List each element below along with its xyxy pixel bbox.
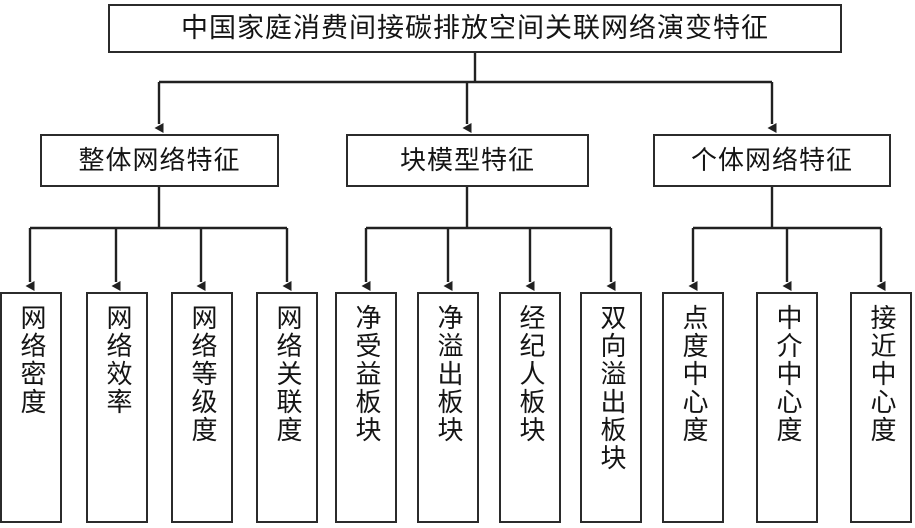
leaf-node-label: 网络效率 (102, 304, 132, 416)
leaf-node-network-density: 网络密度 (0, 292, 62, 523)
leaf-node-label: 双向溢出板块 (596, 304, 626, 472)
leaf-node-label: 网络等级度 (187, 304, 217, 444)
category-2-to-leaves-connector (361, 187, 616, 291)
leaf-node-label: 接近中心度 (866, 304, 896, 444)
leaf-node-label: 净溢出板块 (433, 304, 463, 444)
leaf-node-network-correlation: 网络关联度 (256, 292, 318, 523)
category-1-to-leaves-connector (25, 187, 292, 291)
category-node-label: 个体网络特征 (690, 145, 853, 176)
leaf-node-label: 净受益板块 (351, 304, 381, 444)
leaf-node-betweenness-centrality: 中介中心度 (756, 292, 818, 523)
category-3-to-leaves-connector (688, 187, 886, 291)
category-node-overall-network: 整体网络特征 (40, 134, 279, 187)
category-node-block-model: 块模型特征 (346, 134, 589, 187)
leaf-node-closeness-centrality: 接近中心度 (850, 292, 912, 523)
category-node-label: 整体网络特征 (78, 145, 241, 176)
root-node: 中国家庭消费间接碳排放空间关联网络演变特征 (108, 4, 842, 53)
leaf-node-broker-block: 经纪人板块 (499, 292, 561, 523)
category-node-label: 块模型特征 (399, 145, 535, 176)
category-node-individual-network: 个体网络特征 (653, 134, 891, 187)
root-to-categories-connector (154, 53, 777, 133)
leaf-node-label: 网络关联度 (272, 304, 302, 444)
leaf-node-two-way-spillover-block: 双向溢出板块 (580, 292, 642, 523)
leaf-node-label: 网络密度 (16, 304, 46, 416)
leaf-node-network-hierarchy: 网络等级度 (171, 292, 233, 523)
root-node-label: 中国家庭消费间接碳排放空间关联网络演变特征 (181, 13, 769, 44)
leaf-node-label: 中介中心度 (772, 304, 802, 444)
leaf-node-degree-centrality: 点度中心度 (662, 292, 724, 523)
leaf-node-label: 点度中心度 (678, 304, 708, 444)
leaf-node-label: 经纪人板块 (515, 304, 545, 444)
leaf-node-net-spillover-block: 净溢出板块 (417, 292, 479, 523)
leaf-node-net-beneficiary-block: 净受益板块 (335, 292, 397, 523)
leaf-node-network-efficiency: 网络效率 (86, 292, 148, 523)
